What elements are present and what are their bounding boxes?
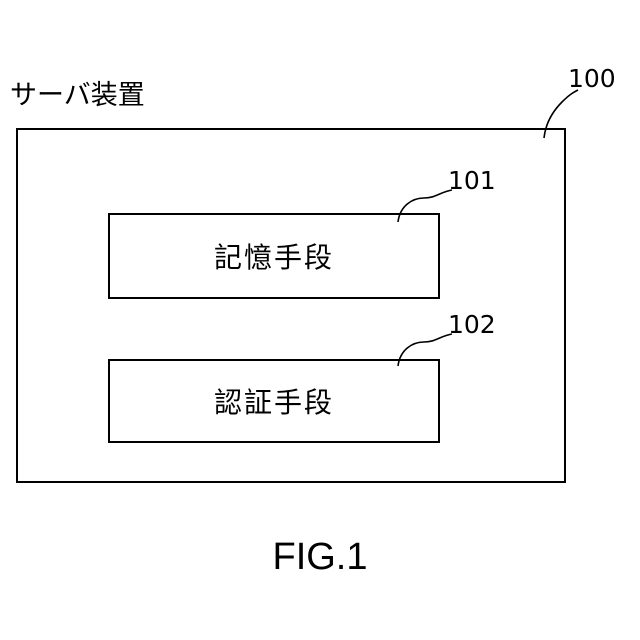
auth-reference-number: 102 xyxy=(448,312,496,337)
server-reference-number: 100 xyxy=(568,66,616,91)
authentication-means-box: 認証手段 xyxy=(108,359,440,443)
storage-reference-number: 101 xyxy=(448,168,496,193)
figure-caption: FIG.1 xyxy=(0,538,640,576)
authentication-means-label: 認証手段 xyxy=(214,381,334,421)
server-device-label: サーバ装置 xyxy=(10,82,145,109)
storage-means-label: 記憶手段 xyxy=(214,236,334,276)
storage-means-box: 記憶手段 xyxy=(108,213,440,299)
